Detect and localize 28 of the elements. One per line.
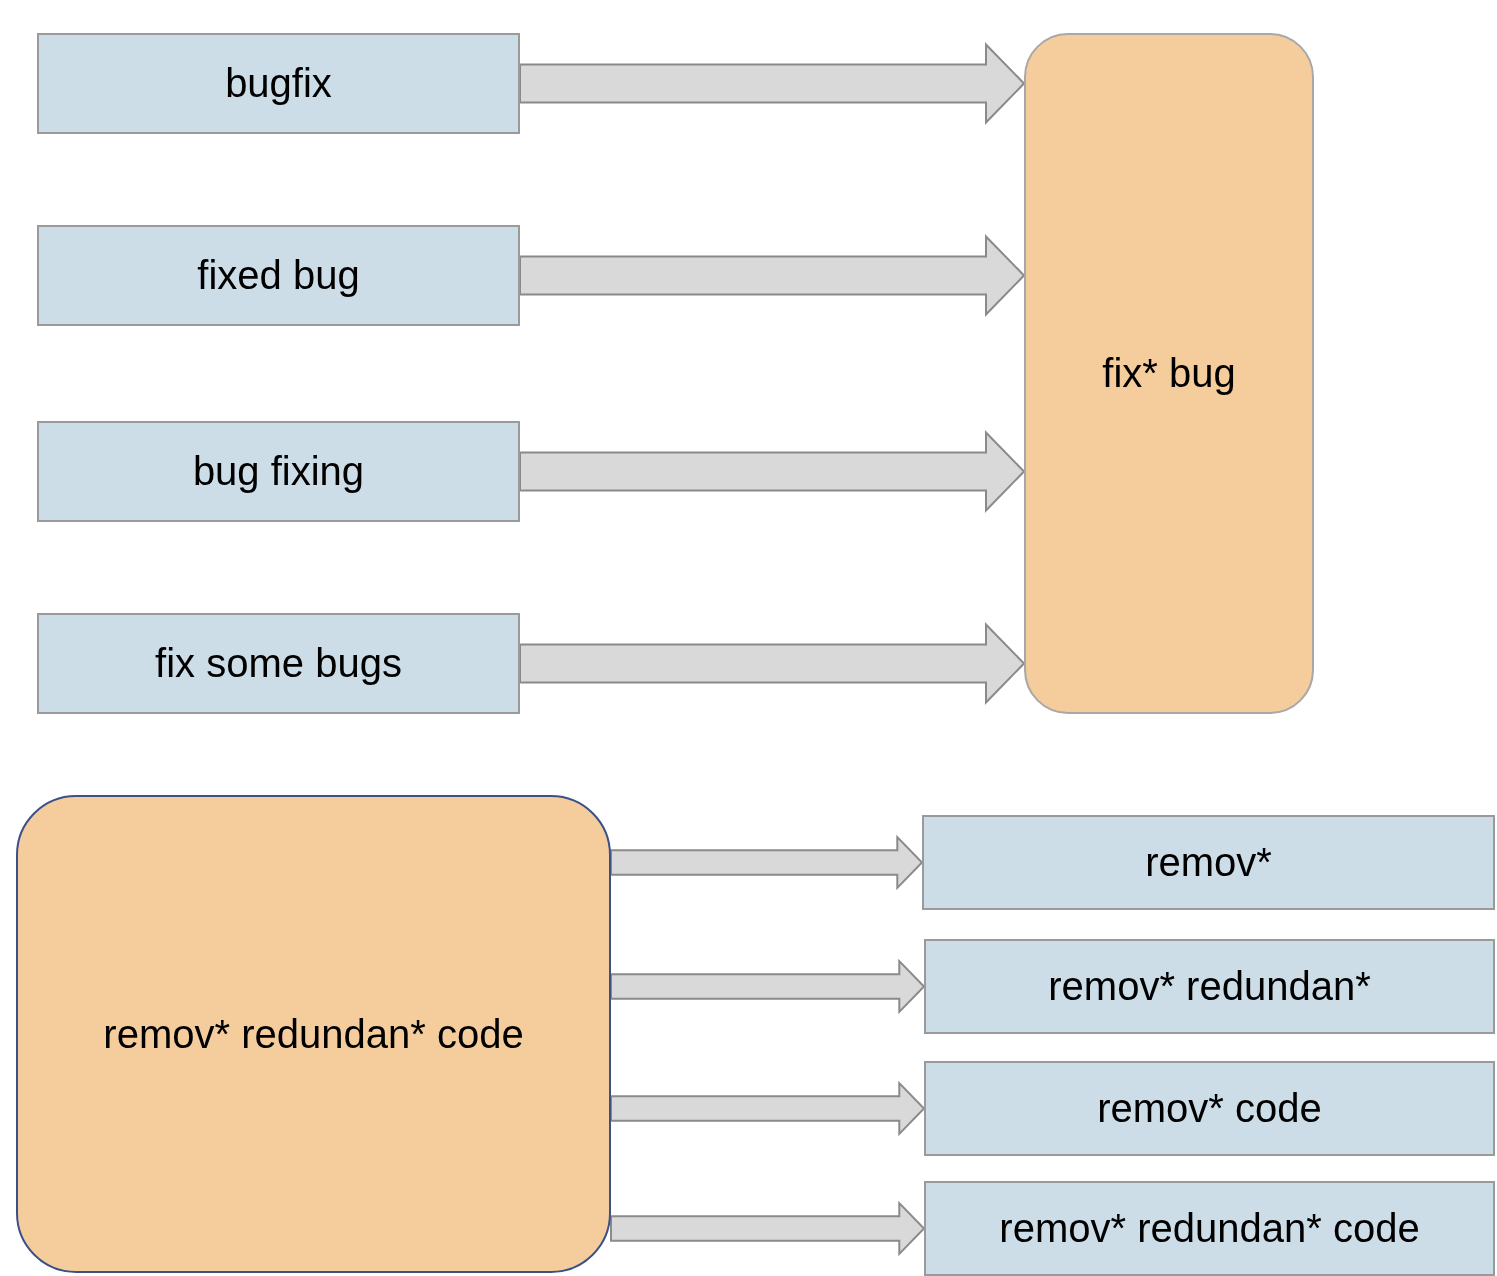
term-box — [924, 939, 1495, 1034]
term-box — [922, 815, 1495, 910]
term-box — [37, 225, 520, 326]
term-box — [924, 1061, 1495, 1156]
node-label: bugfix — [225, 61, 332, 106]
group-box — [1024, 33, 1314, 714]
block-arrow — [519, 430, 1026, 513]
node-label: remov* redundan* code — [999, 1206, 1420, 1251]
node-label: bug fixing — [192, 449, 365, 494]
block-arrow — [519, 42, 1026, 125]
group-box — [16, 795, 611, 1273]
term-box — [37, 33, 520, 134]
block-arrow — [519, 622, 1026, 705]
term-box — [37, 613, 520, 714]
node-label: remov* redundan* code — [103, 1011, 524, 1057]
block-arrow — [610, 1080, 926, 1137]
block-arrow — [519, 234, 1026, 317]
node-label: fixed bug — [197, 253, 360, 298]
node-label: remov* code — [1097, 1086, 1322, 1131]
block-arrow — [610, 1200, 926, 1257]
node-label: remov* — [1145, 840, 1272, 885]
block-arrow — [610, 958, 926, 1015]
node-label: fix some bugs — [155, 641, 402, 686]
term-box — [37, 421, 520, 522]
node-label: fix* bug — [1102, 351, 1236, 396]
term-box — [924, 1181, 1495, 1276]
block-arrow — [610, 834, 924, 891]
node-label: remov* redundan* — [1048, 964, 1371, 1009]
